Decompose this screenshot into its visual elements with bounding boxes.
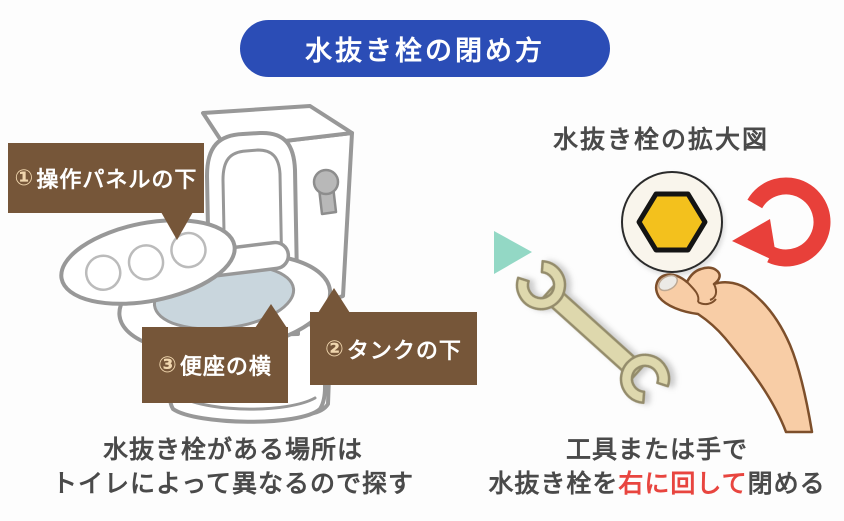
label-text: 便座の横 xyxy=(179,354,272,379)
hand-icon xyxy=(654,266,814,434)
proceed-arrow-icon xyxy=(494,231,532,274)
pointer-triangle-up xyxy=(255,304,287,328)
location-label-beside-seat: ③ 便座の横 xyxy=(142,327,288,403)
valve-closeup xyxy=(621,171,723,273)
right-caption: 工具または手で 水抜き栓を右に回して閉める xyxy=(470,433,844,501)
left-caption: 水抜き栓がある場所は トイレによって異なるので探す xyxy=(18,433,448,501)
wrench-icon xyxy=(515,259,671,405)
label-number: ② xyxy=(325,335,345,361)
left-caption-line1: 水抜き栓がある場所は xyxy=(102,436,363,464)
pointer-triangle-down xyxy=(161,212,193,240)
flush-handle-icon xyxy=(312,168,340,216)
right-caption-line2: 水抜き栓を右に回して閉める xyxy=(488,470,826,498)
location-label-control-panel: ① 操作パネルの下 xyxy=(8,143,204,213)
label-number: ① xyxy=(14,165,35,190)
pointer-triangle-up xyxy=(318,288,350,313)
rotate-clockwise-icon xyxy=(732,177,831,267)
page-title: 水抜き栓の閉め方 xyxy=(305,36,545,66)
hex-bolt-icon xyxy=(636,191,708,253)
thumbnail xyxy=(658,274,678,292)
label-number: ③ xyxy=(158,352,178,377)
right-caption-line1: 工具または手で xyxy=(565,436,748,464)
closeup-title: 水抜き栓の拡大図 xyxy=(552,126,769,154)
header-pill: 水抜き栓の閉め方 xyxy=(240,20,610,77)
label-text: 操作パネルの下 xyxy=(36,167,198,192)
red-highlight-text: 右に回して xyxy=(618,470,748,498)
location-label-under-tank: ② タンクの下 xyxy=(310,312,477,385)
control-panel xyxy=(59,218,237,306)
left-caption-line2: トイレによって異なるので探す xyxy=(51,470,414,498)
label-text: タンクの下 xyxy=(346,337,462,363)
